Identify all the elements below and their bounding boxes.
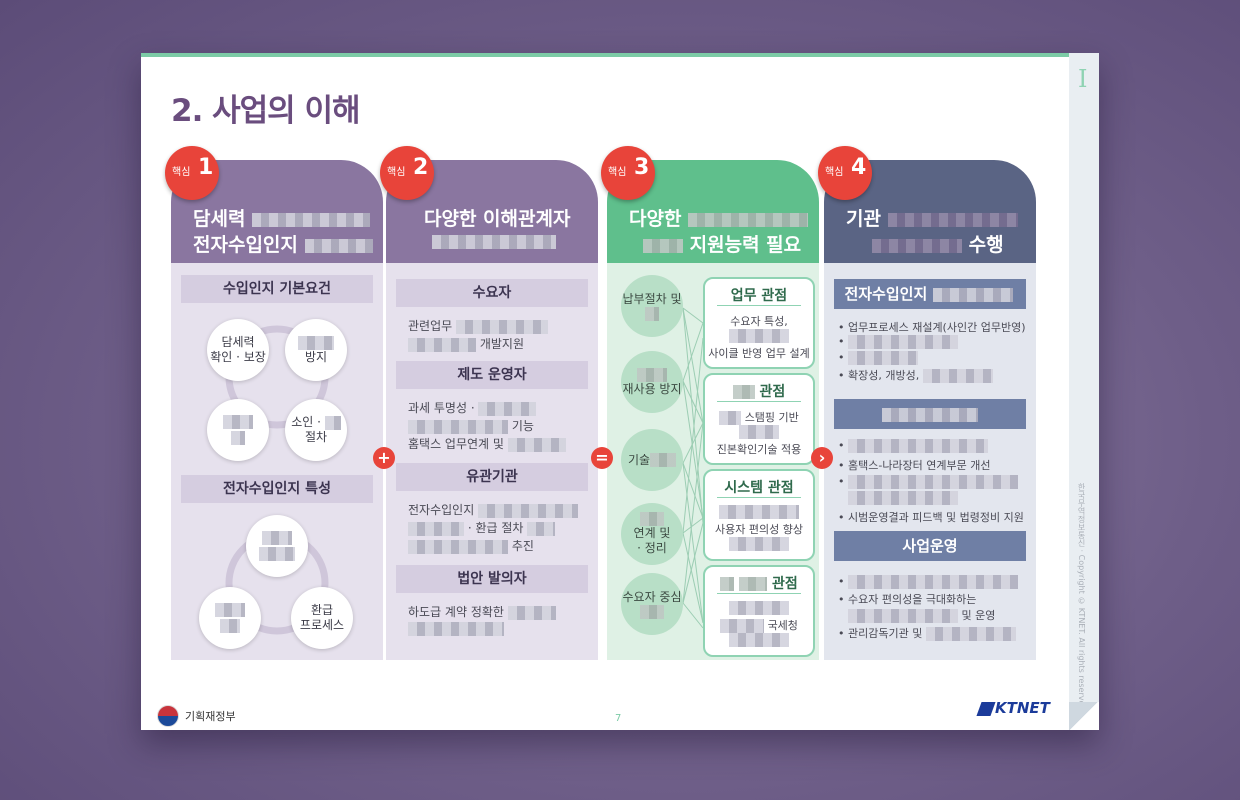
chevron-right-icon: ›: [811, 447, 833, 469]
ktnet-mark-icon: [976, 701, 996, 716]
perspective-box: 시스템 관점 사용자 편의성 향상: [703, 469, 815, 561]
section-title: 유관기관: [396, 463, 588, 491]
ministry-logo: 기획재정부: [157, 705, 236, 727]
column-body: 전자수입인지 • 업무프로세스 재설계(사인간 업무반영) • • • 확장성,…: [824, 263, 1036, 660]
section-title: 사업운영: [834, 531, 1026, 561]
section-tab: I: [1078, 65, 1088, 93]
perspective-box: 업무 관점 수요자 특성, 사이클 반영 업무 설계: [703, 277, 815, 369]
top-accent-line: [141, 53, 1071, 57]
page-fold: [1069, 702, 1099, 730]
column-body: 수요자 관련업무 개발지원 제도 운영자 과세 투명성 · 기능 홈택스 업무연…: [386, 263, 598, 660]
section-title: 제도 운영자: [396, 361, 588, 389]
column-body: 납부절차 및 재사용 방지 기술 연계 및· 정리 수요자 중심 업무 관점 수…: [607, 263, 819, 660]
requirement-circle: 방지: [285, 319, 347, 381]
equals-icon: =: [591, 447, 613, 469]
header-line-1: 기관: [846, 208, 881, 230]
capability-circle: 수요자 중심: [621, 573, 683, 635]
capability-circle: 연계 및· 정리: [621, 503, 683, 565]
ktnet-logo: KTNET: [976, 699, 1050, 717]
section-title: 법안 발의자: [396, 565, 588, 593]
feature-circle: [199, 587, 261, 649]
section-title: 전자수입인지 특성: [181, 475, 373, 503]
section-title: 전자수입인지: [834, 279, 1026, 309]
page-title: 2. 사업의 이해: [171, 93, 361, 129]
taegeuk-icon: [157, 705, 179, 727]
header-line-1: 다양한: [629, 208, 682, 230]
header-line-1: 다양한 이해관계자: [424, 208, 571, 230]
perspective-box: 관점 국세청: [703, 565, 815, 657]
perspective-box: 관점 스탬핑 기반 진본확인기술 적용: [703, 373, 815, 465]
header-line-2: 수행: [968, 234, 1004, 256]
slide: I 한국무역정보통신 · Copyright © KTNET. All righ…: [141, 53, 1099, 730]
header-line-1: 담세력: [193, 208, 246, 230]
section-title: 수요자: [396, 279, 588, 307]
header-line-2: 전자수입인지: [193, 234, 298, 256]
capability-circle: 재사용 방지: [621, 351, 683, 413]
side-strip: I 한국무역정보통신 · Copyright © KTNET. All righ…: [1069, 53, 1099, 730]
requirement-circle: [207, 399, 269, 461]
capability-circle: 납부절차 및: [621, 275, 683, 337]
page-number: 7: [615, 713, 622, 724]
requirement-circle: 소인 · 절차: [285, 399, 347, 461]
plus-icon: +: [373, 447, 395, 469]
section-title: 수입인지 기본요건: [181, 275, 373, 303]
side-copyright: 한국무역정보통신 · Copyright © KTNET. All rights…: [1077, 483, 1086, 714]
capability-circle: 기술: [621, 429, 683, 491]
header-line-2: 지원능력 필요: [689, 234, 802, 256]
section-title: [834, 399, 1026, 429]
connector-lines: [682, 307, 704, 629]
feature-circle: [246, 515, 308, 577]
